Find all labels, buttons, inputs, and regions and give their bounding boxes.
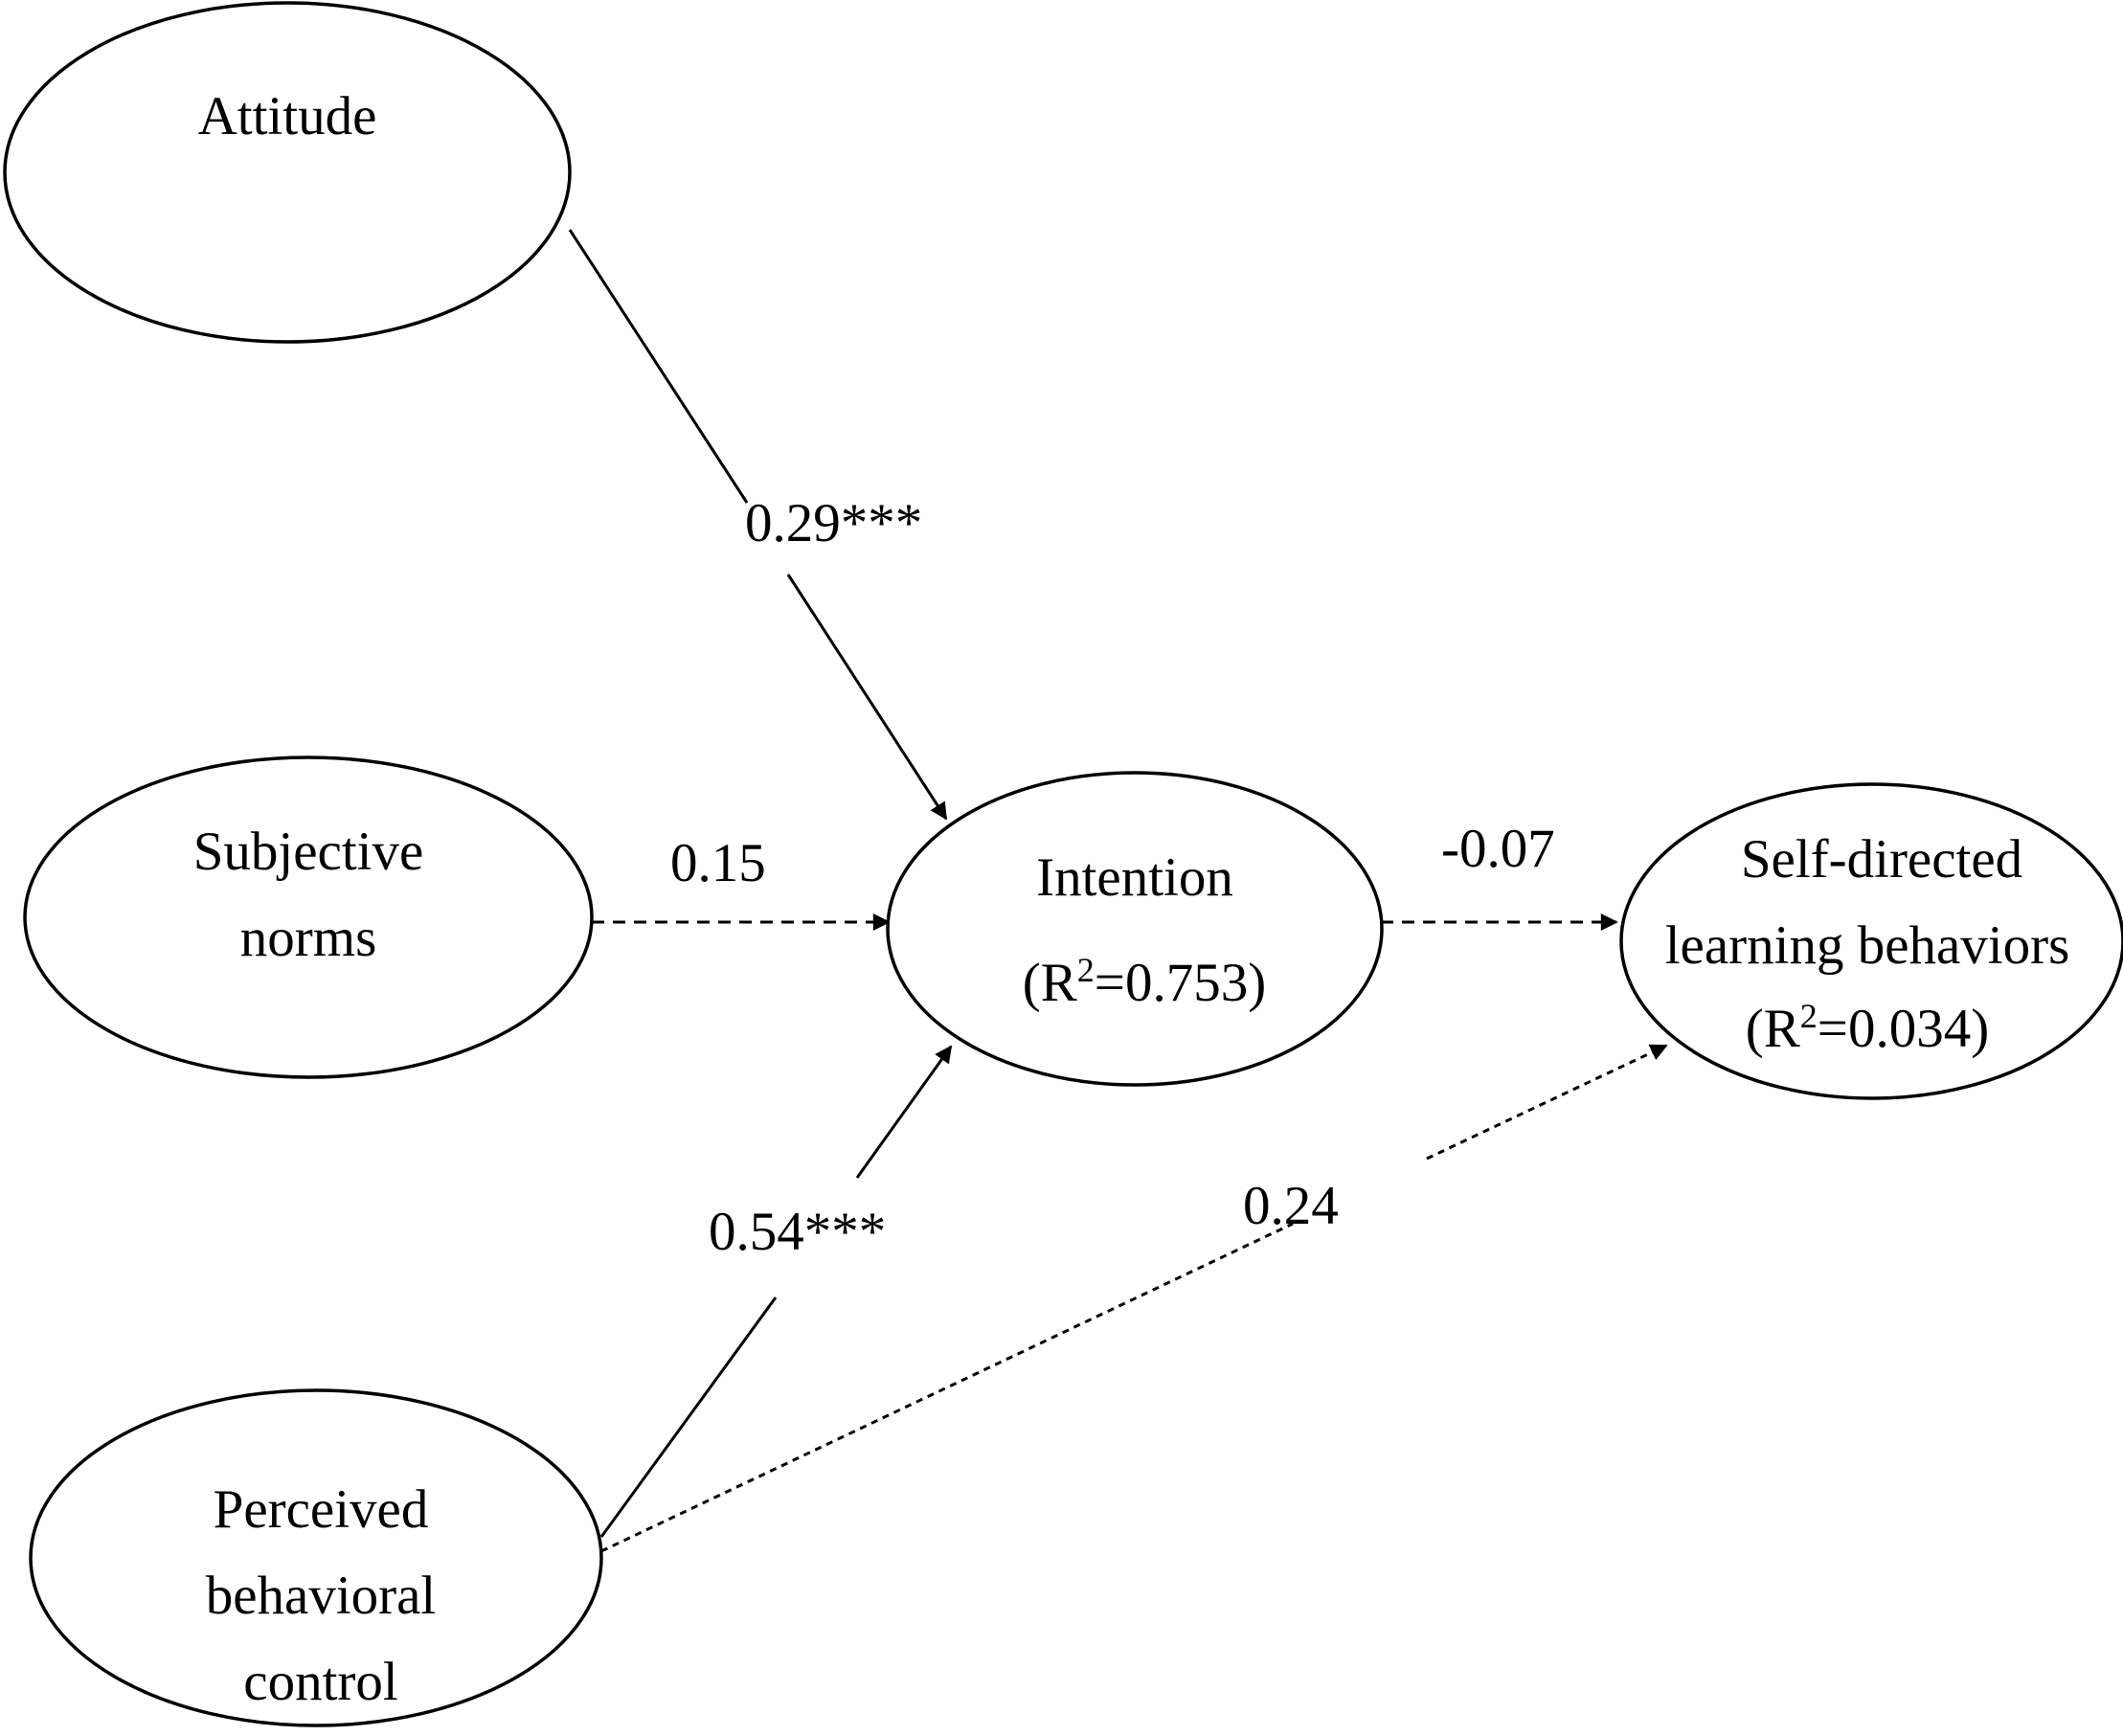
node-sdlb: Self-directed learning behaviors (R2=0.0… [1619, 782, 2123, 1100]
path-intention-sdlb: -0.07 [1381, 819, 1618, 931]
path-control-intention-lower [599, 1296, 778, 1538]
node-intention-ellipse [886, 771, 1384, 1087]
path-control-intention: 0.54*** [599, 1045, 953, 1538]
path-attitude-intention-lower [786, 574, 948, 821]
node-sdlb-ellipse [1619, 782, 2123, 1100]
node-subjective-norms: Subjective norms [23, 755, 594, 1079]
node-attitude: Attitude [3, 1, 572, 344]
node-subjective-norms-line1: Subjective [193, 822, 424, 882]
coef-attitude-intention: 0.29*** [745, 493, 922, 553]
node-subjective-norms-line2: norms [240, 908, 377, 968]
path-control-sdlb-lower [600, 1222, 1294, 1553]
path-control-sdlb: 0.24 [600, 1044, 1668, 1553]
coef-intention-sdlb: -0.07 [1441, 819, 1555, 879]
node-perceived-control-line1: Perceived [214, 1479, 429, 1540]
coef-control-sdlb: 0.24 [1243, 1176, 1339, 1236]
path-attitude-intention-upper [568, 229, 749, 504]
node-sdlb-line1: Self-directed [1741, 829, 2022, 890]
coef-control-intention: 0.54*** [709, 1202, 886, 1262]
path-control-sdlb-upper [1426, 1044, 1668, 1161]
node-perceived-control: Perceived behavioral control [29, 1388, 603, 1727]
node-sdlb-line2: learning behaviors [1665, 915, 2070, 976]
path-attitude-intention: 0.29*** [568, 229, 948, 821]
node-intention: Intention (R2=0.753) [886, 771, 1384, 1087]
node-attitude-ellipse [3, 1, 572, 344]
node-perceived-control-ellipse [29, 1388, 603, 1727]
node-sdlb-r2: (R2=0.034) [1746, 997, 1989, 1059]
node-subjective-norms-ellipse [23, 755, 594, 1079]
node-perceived-control-line2: behavioral [206, 1566, 437, 1626]
node-attitude-label: Attitude [198, 86, 377, 147]
path-control-intention-upper [855, 1045, 953, 1179]
node-intention-label: Intention [1036, 847, 1233, 908]
path-norms-intention: 0.15 [592, 833, 891, 931]
node-intention-r2: (R2=0.753) [1023, 951, 1266, 1013]
coef-norms-intention: 0.15 [670, 833, 766, 893]
node-perceived-control-line3: control [243, 1652, 397, 1712]
